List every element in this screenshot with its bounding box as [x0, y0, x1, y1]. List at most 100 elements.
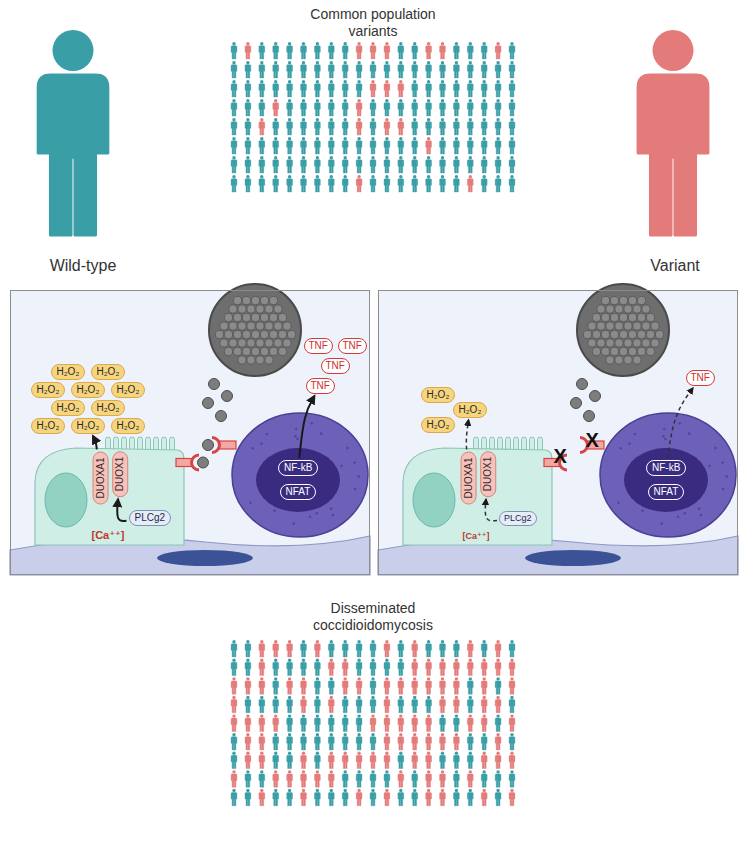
crowd-person: [245, 714, 251, 731]
person-head: [260, 696, 263, 699]
person-head: [260, 118, 263, 121]
crowd-person: [454, 733, 460, 750]
person-head: [483, 61, 486, 64]
receptor-symbol: [176, 455, 199, 470]
person-body: [481, 700, 487, 713]
person-body: [342, 65, 348, 78]
signal-arrow: [668, 388, 693, 458]
person-head: [274, 733, 277, 736]
person-body: [467, 700, 473, 713]
crowd-person: [440, 659, 446, 676]
person-body: [412, 793, 418, 806]
endospore: [209, 379, 220, 390]
person-head: [441, 789, 444, 792]
person-head: [399, 677, 402, 680]
person-body: [356, 46, 362, 59]
group-caption: Disseminated coccidioidomycosis: [303, 600, 443, 634]
crowd-person: [481, 640, 487, 657]
person-body: [384, 774, 390, 787]
person-body: [287, 700, 293, 713]
person-head: [385, 137, 388, 140]
person-head: [316, 175, 319, 178]
person-head: [357, 99, 360, 102]
person-body: [467, 122, 473, 135]
person-head: [274, 156, 277, 159]
person-head: [510, 659, 513, 662]
person-body: [398, 737, 404, 750]
node-label: H₂O₂: [97, 366, 120, 378]
person-head: [469, 677, 472, 680]
person-body: [231, 141, 237, 154]
person-head: [441, 118, 444, 121]
node-label: H₂O₂: [37, 420, 60, 432]
crowd-person: [384, 733, 390, 750]
crowd-person: [384, 42, 390, 59]
person-head: [385, 677, 388, 680]
person-head: [232, 175, 235, 178]
person-head: [357, 733, 360, 736]
person-body: [315, 141, 321, 154]
person-head: [427, 696, 430, 699]
h2o2-oval: H₂O₂: [91, 364, 126, 380]
person-body: [315, 718, 321, 731]
person-body: [231, 644, 237, 657]
person-head: [483, 137, 486, 140]
person-body: [259, 681, 265, 694]
crowd-person: [259, 752, 265, 769]
person-body: [384, 84, 390, 97]
crowd-person: [467, 752, 473, 769]
person-body: [273, 179, 279, 192]
node-label: TNF: [311, 380, 330, 392]
crowd-person: [301, 752, 307, 769]
person-head: [288, 61, 291, 64]
person-head: [469, 770, 472, 773]
person-body: [481, 84, 487, 97]
crowd-person: [315, 640, 321, 657]
crowd-person: [315, 156, 321, 173]
person-body: [259, 46, 265, 59]
crowd-person: [412, 118, 418, 135]
person-head: [385, 714, 388, 717]
crowd-person: [454, 752, 460, 769]
person-body: [481, 793, 487, 806]
crowd-person: [467, 789, 473, 806]
person-head: [441, 696, 444, 699]
crowd-person: [328, 714, 334, 731]
person-head: [427, 640, 430, 643]
crowd-person: [440, 714, 446, 731]
crowd-person: [231, 752, 237, 769]
person-head: [357, 80, 360, 83]
node-label: H₂O₂: [117, 384, 140, 396]
crowd-person: [370, 733, 376, 750]
person-head: [344, 99, 347, 102]
person-body: [287, 755, 293, 768]
person-body: [342, 662, 348, 675]
endospore: [278, 330, 286, 338]
person-body: [412, 681, 418, 694]
crowd-person: [398, 42, 404, 59]
endospore: [222, 391, 233, 402]
crowd-person: [440, 640, 446, 657]
endospore: [224, 347, 232, 355]
person-head: [441, 42, 444, 45]
person-body: [315, 65, 321, 78]
crowd-person: [398, 175, 404, 192]
crowd-person: [370, 118, 376, 135]
person-head: [274, 80, 277, 83]
person-body: [273, 755, 279, 768]
crowd-person: [467, 714, 473, 731]
endospore: [251, 347, 259, 355]
crowd-person: [398, 752, 404, 769]
person-body: [370, 644, 376, 657]
person-body: [384, 179, 390, 192]
crowd-person: [509, 677, 515, 694]
crowd-person: [328, 789, 334, 806]
person-body: [328, 644, 334, 657]
person-body: [259, 700, 265, 713]
crowd-person: [509, 156, 515, 173]
person-body: [356, 84, 362, 97]
blocked-mark: X: [586, 428, 599, 452]
person-head: [413, 156, 416, 159]
person-head: [496, 99, 499, 102]
person-body: [426, 179, 432, 192]
